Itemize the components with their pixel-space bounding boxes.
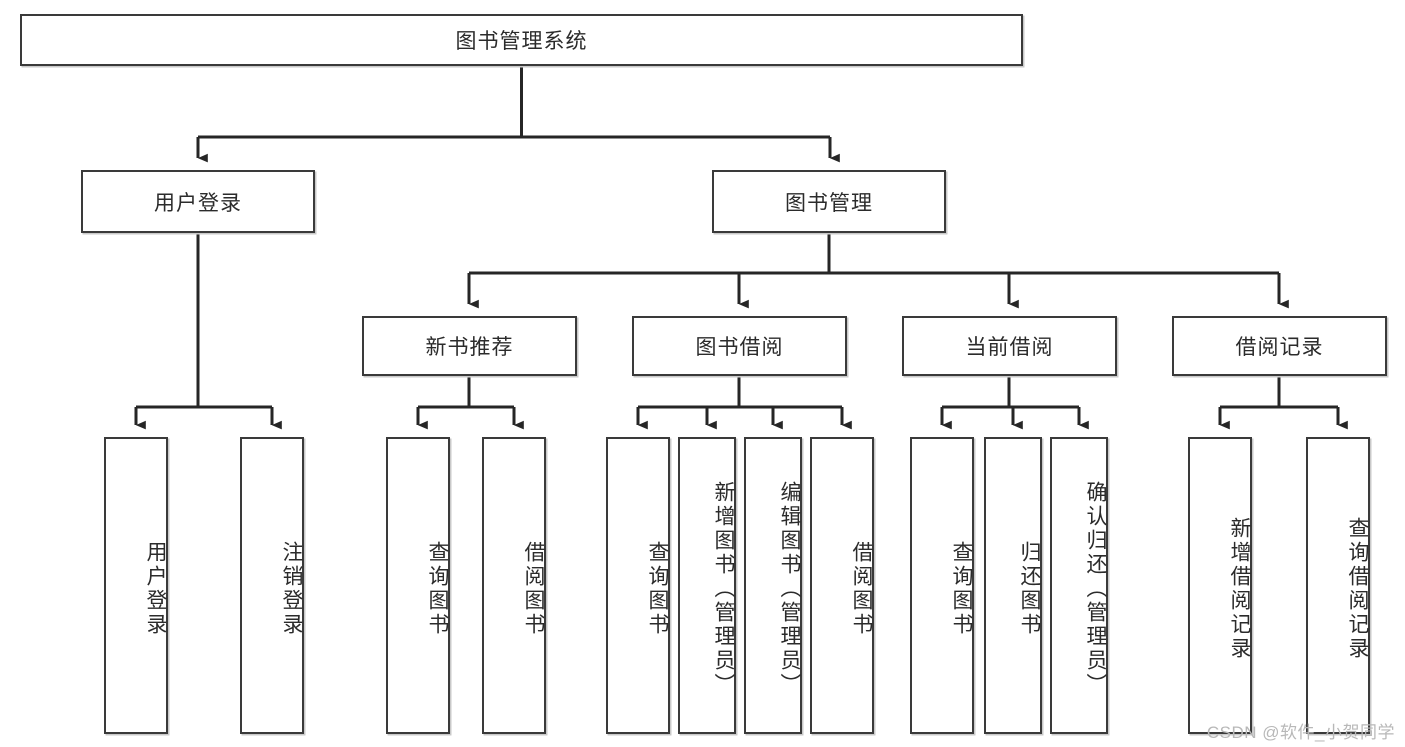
leaf-add-borrow-record-label: 新增借阅记录: [1228, 516, 1251, 661]
leaf-user-login[interactable]: 用户登录: [104, 437, 168, 734]
node-new-book-recommendation[interactable]: 新书推荐: [362, 316, 577, 376]
node-current-borrowing-label: 当前借阅: [965, 336, 1054, 359]
leaf-add-book-admin-label: 新增图书（管理员）: [712, 480, 735, 697]
leaf-add-borrow-record[interactable]: 新增借阅记录: [1188, 437, 1252, 734]
node-book-borrowing[interactable]: 图书借阅: [632, 316, 847, 376]
node-root-label: 图书管理系统: [455, 30, 588, 53]
leaf-confirm-return-admin-label: 确认归还（管理员）: [1084, 480, 1107, 697]
leaf-add-book-admin[interactable]: 新增图书（管理员）: [678, 437, 736, 734]
leaf-return-books[interactable]: 归还图书: [984, 437, 1042, 734]
node-borrowing-records-label: 借阅记录: [1235, 336, 1324, 359]
leaf-edit-book-admin[interactable]: 编辑图书（管理员）: [744, 437, 802, 734]
leaf-logout[interactable]: 注销登录: [240, 437, 304, 734]
node-new-book-recommendation-label: 新书推荐: [425, 336, 514, 359]
leaf-search-books-borrowing[interactable]: 查询图书: [606, 437, 670, 734]
node-user-login-label: 用户登录: [154, 191, 242, 215]
node-user-login[interactable]: 用户登录: [81, 170, 315, 233]
leaf-user-login-label: 用户登录: [144, 540, 167, 637]
leaf-borrow-books-borrowing[interactable]: 借阅图书: [810, 437, 874, 734]
leaf-search-books-recommend-label: 查询图书: [426, 540, 449, 637]
leaf-query-borrow-record[interactable]: 查询借阅记录: [1306, 437, 1370, 734]
leaf-edit-book-admin-label: 编辑图书（管理员）: [778, 480, 801, 697]
node-borrowing-records[interactable]: 借阅记录: [1172, 316, 1387, 376]
leaf-logout-label: 注销登录: [280, 540, 303, 637]
leaf-return-books-label: 归还图书: [1018, 540, 1041, 637]
leaf-borrow-books-recommend[interactable]: 借阅图书: [482, 437, 546, 734]
leaf-search-books-borrowing-label: 查询图书: [646, 540, 669, 637]
node-root[interactable]: 图书管理系统: [20, 14, 1023, 66]
csdn-watermark: CSDN @软件_小贺同学: [1206, 723, 1395, 742]
node-book-management-label: 图书管理: [785, 191, 873, 215]
leaf-search-books-current[interactable]: 查询图书: [910, 437, 974, 734]
leaf-borrow-books-recommend-label: 借阅图书: [522, 540, 545, 637]
leaf-borrow-books-borrowing-label: 借阅图书: [850, 540, 873, 637]
node-book-management[interactable]: 图书管理: [712, 170, 946, 233]
leaf-query-borrow-record-label: 查询借阅记录: [1346, 516, 1369, 661]
node-current-borrowing[interactable]: 当前借阅: [902, 316, 1117, 376]
leaf-confirm-return-admin[interactable]: 确认归还（管理员）: [1050, 437, 1108, 734]
node-book-borrowing-label: 图书借阅: [695, 336, 784, 359]
leaf-search-books-current-label: 查询图书: [950, 540, 973, 637]
leaf-search-books-recommend[interactable]: 查询图书: [386, 437, 450, 734]
